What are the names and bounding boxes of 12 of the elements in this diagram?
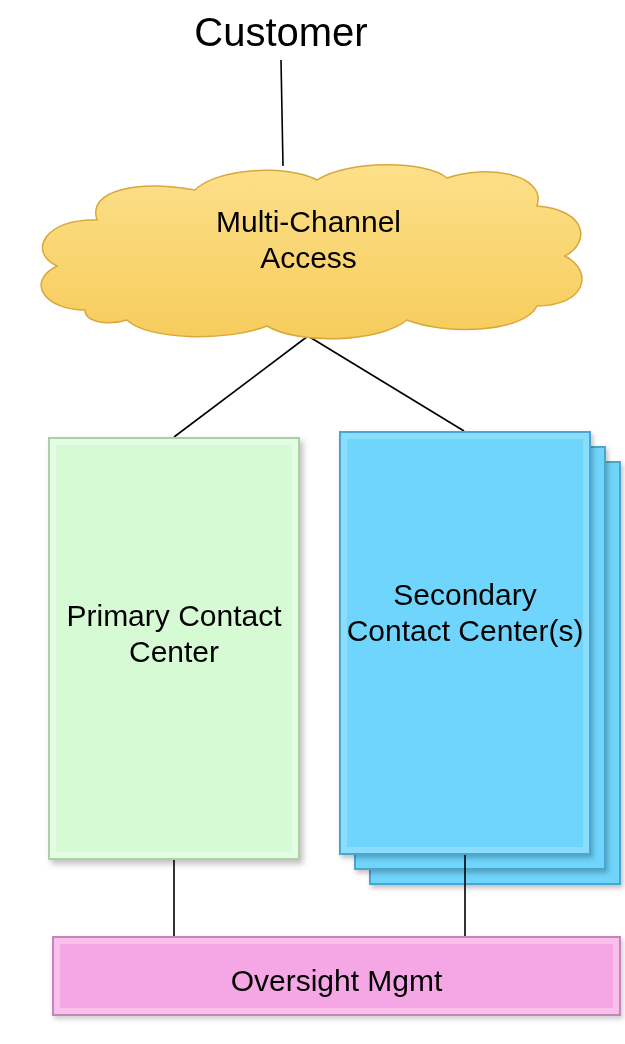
node-label: Oversight Mgmt	[230, 963, 443, 999]
node-label: Secondary Contact Center(s)	[345, 577, 585, 649]
node-label: Primary Contact Center	[65, 597, 283, 670]
connector-line	[173, 859, 175, 937]
process-bar	[52, 936, 621, 1016]
connector-line	[280, 59, 284, 167]
process-box	[339, 431, 591, 855]
connector-line	[464, 854, 466, 937]
node-label: Multi-Channel Access	[214, 204, 403, 276]
process-box	[48, 437, 300, 860]
connector-line	[173, 335, 309, 438]
customer-label: Customer	[194, 12, 368, 52]
